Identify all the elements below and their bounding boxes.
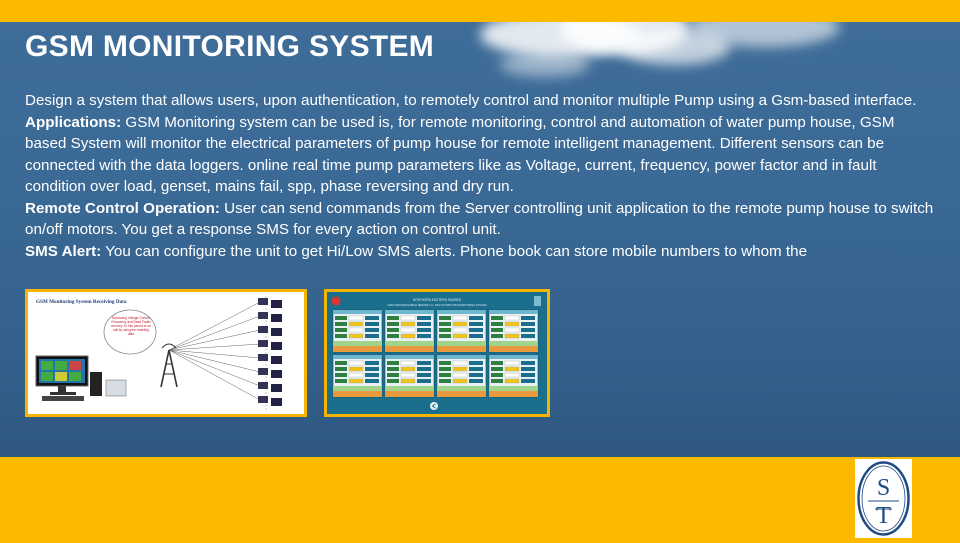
applications-text: GSM Monitoring system can be used is, fo… [25, 113, 895, 196]
stt-logo: S T [855, 459, 912, 538]
top-accent-bar [0, 0, 960, 22]
gsm-network-diagram-image: GSM Monitoring System Receiving Data Mon… [25, 289, 307, 417]
pump-panel [436, 309, 487, 353]
power-icon [331, 296, 341, 306]
bottom-accent-bar: S T [0, 457, 960, 540]
svg-text:T: T [876, 503, 891, 529]
intro-paragraph: Design a system that allows users, upon … [25, 92, 917, 109]
pump-panel [332, 309, 383, 353]
pump-panel [332, 354, 383, 398]
signal-rays [168, 301, 261, 401]
pump-panel [488, 309, 539, 353]
sms-alert-label: SMS Alert: [25, 242, 102, 260]
pump-panels [332, 309, 539, 398]
pump-panel [384, 309, 435, 353]
remote-control-label: Remote Control Operation: [25, 199, 220, 217]
pump-panel [384, 354, 435, 398]
back-icon [430, 402, 438, 410]
svg-text:S: S [877, 475, 890, 501]
diagram-title: GSM Monitoring System Receiving Data [36, 299, 127, 305]
pump-dashboard: NORTHERN EASTERN SHARED GSM TRACKER MOBI… [327, 292, 547, 414]
slide-body: Design a system that allows users, upon … [25, 90, 940, 262]
pump-nodes [258, 296, 282, 412]
remote-control-text: User can send commands from the Server c… [25, 199, 934, 239]
computer-icon [35, 355, 127, 401]
pump-panel [488, 354, 539, 398]
menu-icon [534, 296, 541, 306]
sms-alert-text: You can configure the unit to get Hi/Low… [101, 242, 808, 260]
info-bubble-text: Monitoring Voltage Current Frequency and… [110, 316, 152, 336]
sms-alert-paragraph: SMS Alert: You can configure the unit to… [25, 241, 940, 263]
dashboard-header: NORTHERN EASTERN SHARED [413, 298, 462, 302]
tower-icon [160, 343, 178, 388]
applications-label: Applications: [25, 113, 122, 131]
remote-control-paragraph: Remote Control Operation: User can send … [25, 198, 940, 241]
slide-title: GSM MONITORING SYSTEM [25, 30, 435, 63]
dashboard-subheader: GSM TRACKER MOBILE SERVER 1.0 - MULTI PU… [388, 303, 487, 307]
stt-monogram-icon: S T [857, 461, 910, 536]
pump-dashboard-image: NORTHERN EASTERN SHARED GSM TRACKER MOBI… [324, 289, 550, 417]
info-bubble [103, 309, 157, 355]
gsm-network-diagram: GSM Monitoring System Receiving Data Mon… [28, 292, 304, 414]
pump-panel [436, 354, 487, 398]
applications-paragraph: Applications: GSM Monitoring system can … [25, 112, 940, 198]
